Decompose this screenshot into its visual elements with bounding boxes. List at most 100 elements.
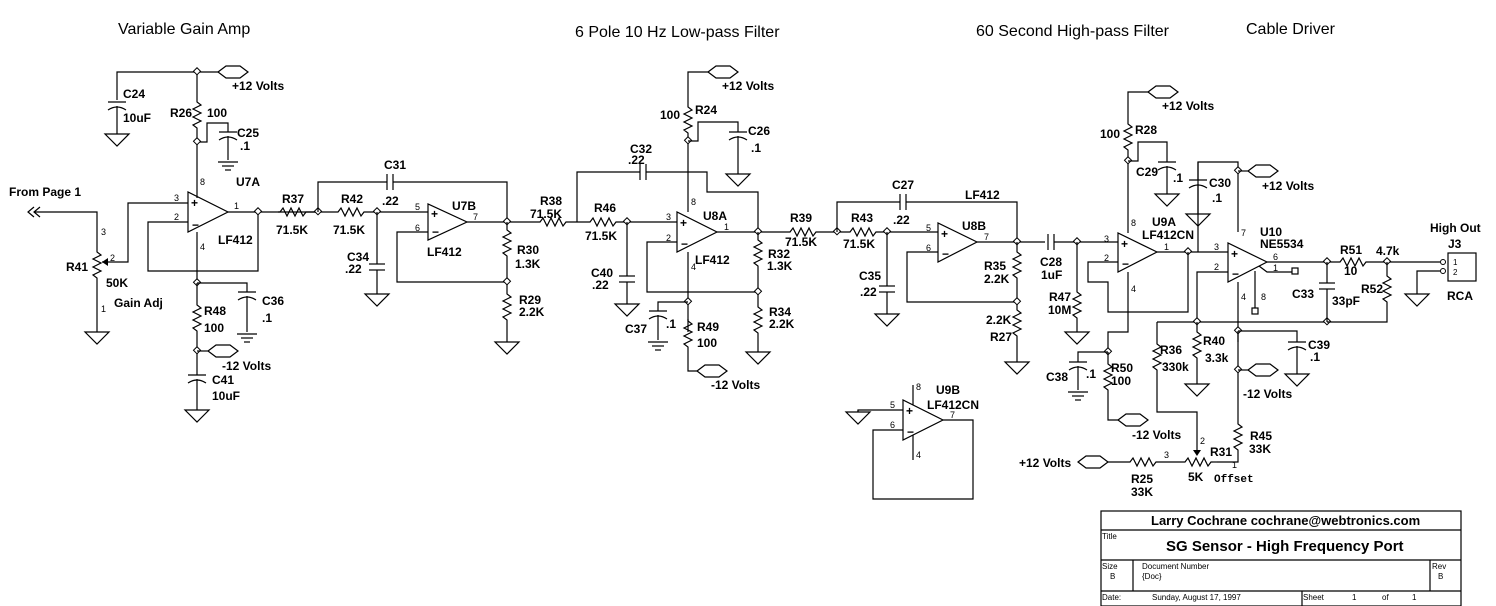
earth-ground-icon	[217, 161, 239, 171]
pin-or-polarity-label: 7	[1241, 228, 1246, 238]
pin-or-polarity-label: −	[432, 225, 439, 239]
pin-or-polarity-label: −	[1122, 257, 1129, 271]
plus12-label: +12 Volts	[1162, 99, 1214, 113]
r30-value: 1.3K	[515, 257, 541, 271]
c35-ref: C35	[859, 269, 881, 283]
r52-ref: R52	[1361, 282, 1383, 296]
lowpass-stage-3: R39 71.5K C27 .22 LF412 R43 71.5K C35 .2…	[785, 178, 1045, 375]
r26-resistor-icon	[192, 99, 202, 131]
pin-or-polarity-label: +	[191, 196, 198, 210]
r37-value: 71.5K	[276, 223, 308, 237]
minus12-label: -12 Volts	[1132, 428, 1181, 442]
r41-label: Gain Adj	[114, 296, 163, 310]
plus12-label: +12 Volts	[232, 79, 284, 93]
ground-icon	[614, 301, 640, 317]
pin-or-polarity-label: 2	[1214, 262, 1219, 272]
c31-ref: C31	[384, 158, 406, 172]
r38-ref: R38	[540, 194, 562, 208]
pin-or-polarity-label: +	[1121, 237, 1128, 251]
r36-value: 330k	[1162, 360, 1189, 374]
u9b-opamp-icon	[902, 399, 945, 441]
docnum-field-label: Document Number	[1142, 562, 1209, 571]
c32-value: .22	[628, 153, 645, 167]
u7b-ref: U7B	[452, 199, 476, 213]
r38-value: 71.5K	[530, 207, 562, 221]
pin-or-polarity-label: 7	[950, 410, 955, 420]
pin-or-polarity-label: 1	[101, 304, 106, 314]
r37-ref: R37	[282, 192, 304, 206]
c30-ref: C30	[1209, 176, 1231, 190]
pin-or-polarity-label: −	[942, 247, 949, 261]
pin-or-polarity-label: 1	[1164, 242, 1169, 252]
u8a-opamp-icon	[676, 211, 719, 253]
plus12-port-icon	[1247, 164, 1279, 178]
u8b-value: LF412	[965, 188, 1000, 202]
earth-ground-icon	[236, 333, 258, 343]
pin-or-polarity-label: 5	[415, 202, 420, 212]
r52-value: 4.7k	[1376, 244, 1400, 258]
c25-value: .1	[240, 139, 250, 153]
pin-or-polarity-label: 3	[1104, 234, 1109, 244]
u9a-opamp-icon	[1117, 232, 1159, 273]
document-title: SG Sensor - High Frequency Port	[1166, 538, 1404, 555]
u9a-ref: U9A	[1152, 215, 1176, 229]
c26-ref: C26	[748, 124, 770, 138]
c38-ref: C38	[1046, 370, 1068, 384]
plus12-port-icon	[1077, 455, 1109, 469]
r51-ref: R51	[1340, 243, 1362, 257]
u7a-ref: U7A	[236, 175, 260, 189]
r24-value: 100	[660, 108, 680, 122]
c41-ref: C41	[212, 373, 234, 387]
u10-ref: U10	[1260, 225, 1282, 239]
r29-ref: R29	[519, 293, 541, 307]
u7b-opamp-icon	[427, 203, 469, 241]
r49-ref: R49	[697, 320, 719, 334]
r48-value: 100	[204, 321, 224, 335]
earth-ground-icon	[647, 341, 669, 351]
minus12-label: -12 Volts	[1243, 387, 1292, 401]
c31-value: .22	[382, 194, 399, 208]
ground-icon	[745, 349, 771, 365]
c27-ref: C27	[892, 178, 914, 192]
c34-ref: C34	[347, 250, 369, 264]
pin-or-polarity-label: 5	[926, 223, 931, 233]
pin-or-polarity-label: 4	[916, 450, 921, 460]
r43-resistor-icon	[847, 227, 879, 237]
r47-resistor-icon	[1072, 289, 1082, 321]
pin-or-polarity-label: 6	[415, 223, 420, 233]
c36-ref: C36	[262, 294, 284, 308]
pin-or-polarity-label: 1	[1273, 263, 1278, 273]
r35-ref: R35	[984, 259, 1006, 273]
date-field-label: Date:	[1102, 593, 1121, 602]
ground-icon	[1004, 359, 1030, 375]
r32-value: 1.3K	[767, 259, 793, 273]
date-value: Sunday, August 17, 1997	[1152, 593, 1241, 602]
c24-value: 10uF	[123, 111, 151, 125]
r39-ref: R39	[790, 211, 812, 225]
u10-value: NE5534	[1260, 237, 1304, 251]
pin-or-polarity-label: +	[941, 227, 948, 241]
r50-value: 100	[1111, 374, 1131, 388]
ground-icon	[1184, 381, 1210, 397]
pin-or-polarity-label: 5	[890, 400, 895, 410]
total-sheets-value: 1	[1412, 593, 1417, 602]
cable-driver-stage: C30 .1 +12 Volts + − U10 NE5534 3 2 6 1 …	[1019, 161, 1481, 499]
c37-ref: C37	[625, 322, 647, 336]
j3-rca-connector-icon	[1447, 252, 1477, 282]
c32-ref: C32	[630, 142, 652, 156]
r51-value: 10	[1344, 264, 1358, 278]
r25-resistor-icon	[1127, 457, 1159, 467]
c34-value: .22	[345, 262, 362, 276]
r34-ref: R34	[769, 305, 791, 319]
r41-ref: R41	[66, 260, 88, 274]
u9b-value: LF412CN	[927, 398, 979, 412]
r45-resistor-icon	[1233, 421, 1243, 453]
pin-or-polarity-label: 2	[110, 253, 115, 263]
c28-value: 1uF	[1041, 268, 1062, 282]
earth-ground-icon	[1067, 391, 1089, 401]
pin-or-polarity-label: 1	[1232, 460, 1237, 470]
u8a-value: LF412	[695, 253, 730, 267]
r27-value: 2.2K	[986, 313, 1012, 327]
variable-gain-amp-stage: +12 Volts C24 10uF R26 100 C25 .1 + − U7…	[9, 65, 318, 423]
ground-icon	[1154, 191, 1180, 207]
